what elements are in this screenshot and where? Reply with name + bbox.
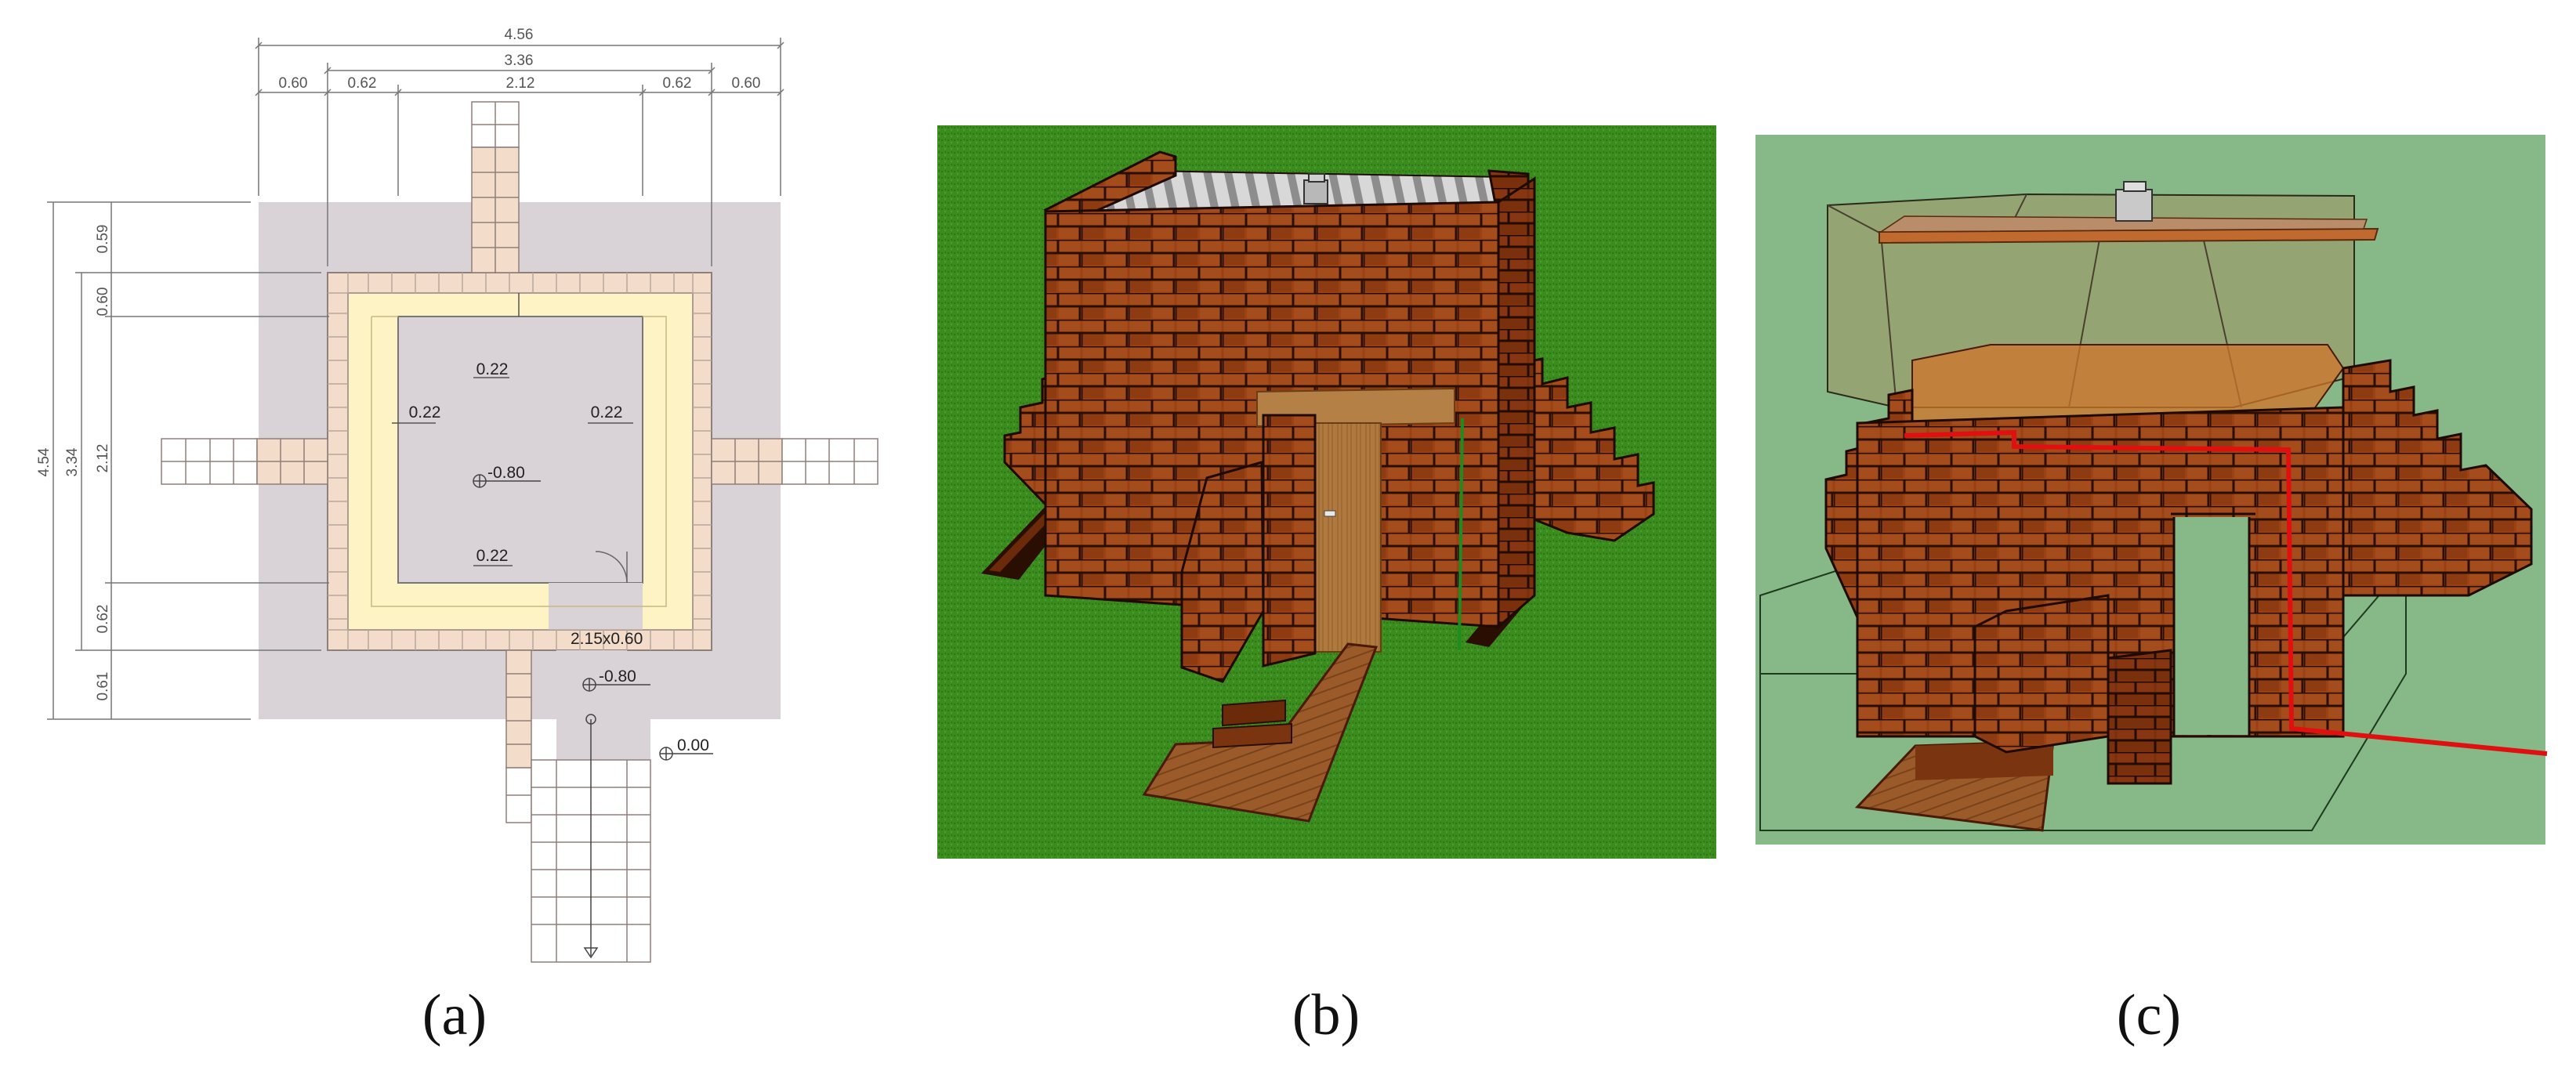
panel-b-3d-render: (b) [937, 125, 1716, 1047]
red-boundary-line [1904, 429, 2548, 756]
plan-top-buttress [471, 101, 520, 273]
roof-vent-icon [1303, 173, 1328, 204]
dim-left-seg-1: 0.59 [95, 225, 111, 254]
door [1314, 422, 1382, 653]
dim-top-seg-3: 2.12 [506, 75, 535, 92]
level-marker-entry: -0.80 [582, 667, 650, 692]
dim-top-seg-2: 0.62 [348, 75, 377, 92]
entry-wall-right [2107, 649, 2172, 785]
entry-wall-left [1973, 594, 2110, 754]
svg-text:-0.80: -0.80 [599, 667, 636, 686]
plan-stairs [531, 714, 651, 963]
panel-a-floor-plan: 4.56 3.36 0.60 0.62 2.12 0.62 0.60 4.54 … [36, 27, 879, 1047]
dim-left-seg-4: 0.62 [95, 605, 111, 634]
dim-left-seg-5: 0.61 [95, 672, 111, 701]
right-buttress [2342, 359, 2533, 597]
dim-top-overall: 4.56 [505, 27, 534, 43]
dim-wall-right: 0.22 [591, 403, 623, 421]
dim-left-overall: 4.54 [36, 447, 53, 476]
level-marker-ground: 0.00 [659, 736, 713, 761]
dim-left-seg-2: 0.60 [95, 288, 111, 317]
dim-top-inner: 3.36 [505, 52, 534, 69]
plan-left-buttress [161, 438, 328, 485]
door-handle-icon [1324, 510, 1336, 517]
entry-wall-right [1262, 414, 1317, 667]
svg-text:0.00: 0.00 [677, 736, 709, 754]
roof-vent-icon [2115, 181, 2153, 222]
dim-wall-bottom: 0.22 [476, 547, 509, 565]
dim-top-seg-5: 0.60 [732, 75, 761, 92]
dim-top-seg-4: 0.62 [663, 75, 692, 92]
plan-bottom-buttress [505, 649, 532, 823]
dim-wall-top: 0.22 [476, 360, 509, 378]
svg-text:-0.80: -0.80 [487, 464, 525, 482]
panel-c-transparent-view: (c) [1755, 135, 2548, 1047]
dim-top-seg-1: 0.60 [279, 75, 308, 92]
level-marker-floor: -0.80 [473, 464, 541, 488]
side-wall [1497, 176, 1536, 630]
caption-c: (c) [2117, 983, 2181, 1047]
caption-a: (a) [422, 983, 487, 1047]
door-size-label: 2.15x0.60 [571, 630, 643, 648]
dim-left-seg-3: 2.12 [95, 444, 111, 473]
door-opening [2174, 517, 2249, 735]
plan-floor [397, 316, 643, 584]
caption-b: (b) [1292, 983, 1360, 1047]
dim-left-inner: 3.34 [64, 447, 81, 476]
stair-floor [1142, 642, 1379, 823]
plan-entrance-corridor [556, 650, 650, 760]
entry-wall-left [1180, 461, 1265, 683]
dim-wall-left: 0.22 [409, 403, 441, 421]
plan-right-buttress [711, 438, 879, 485]
